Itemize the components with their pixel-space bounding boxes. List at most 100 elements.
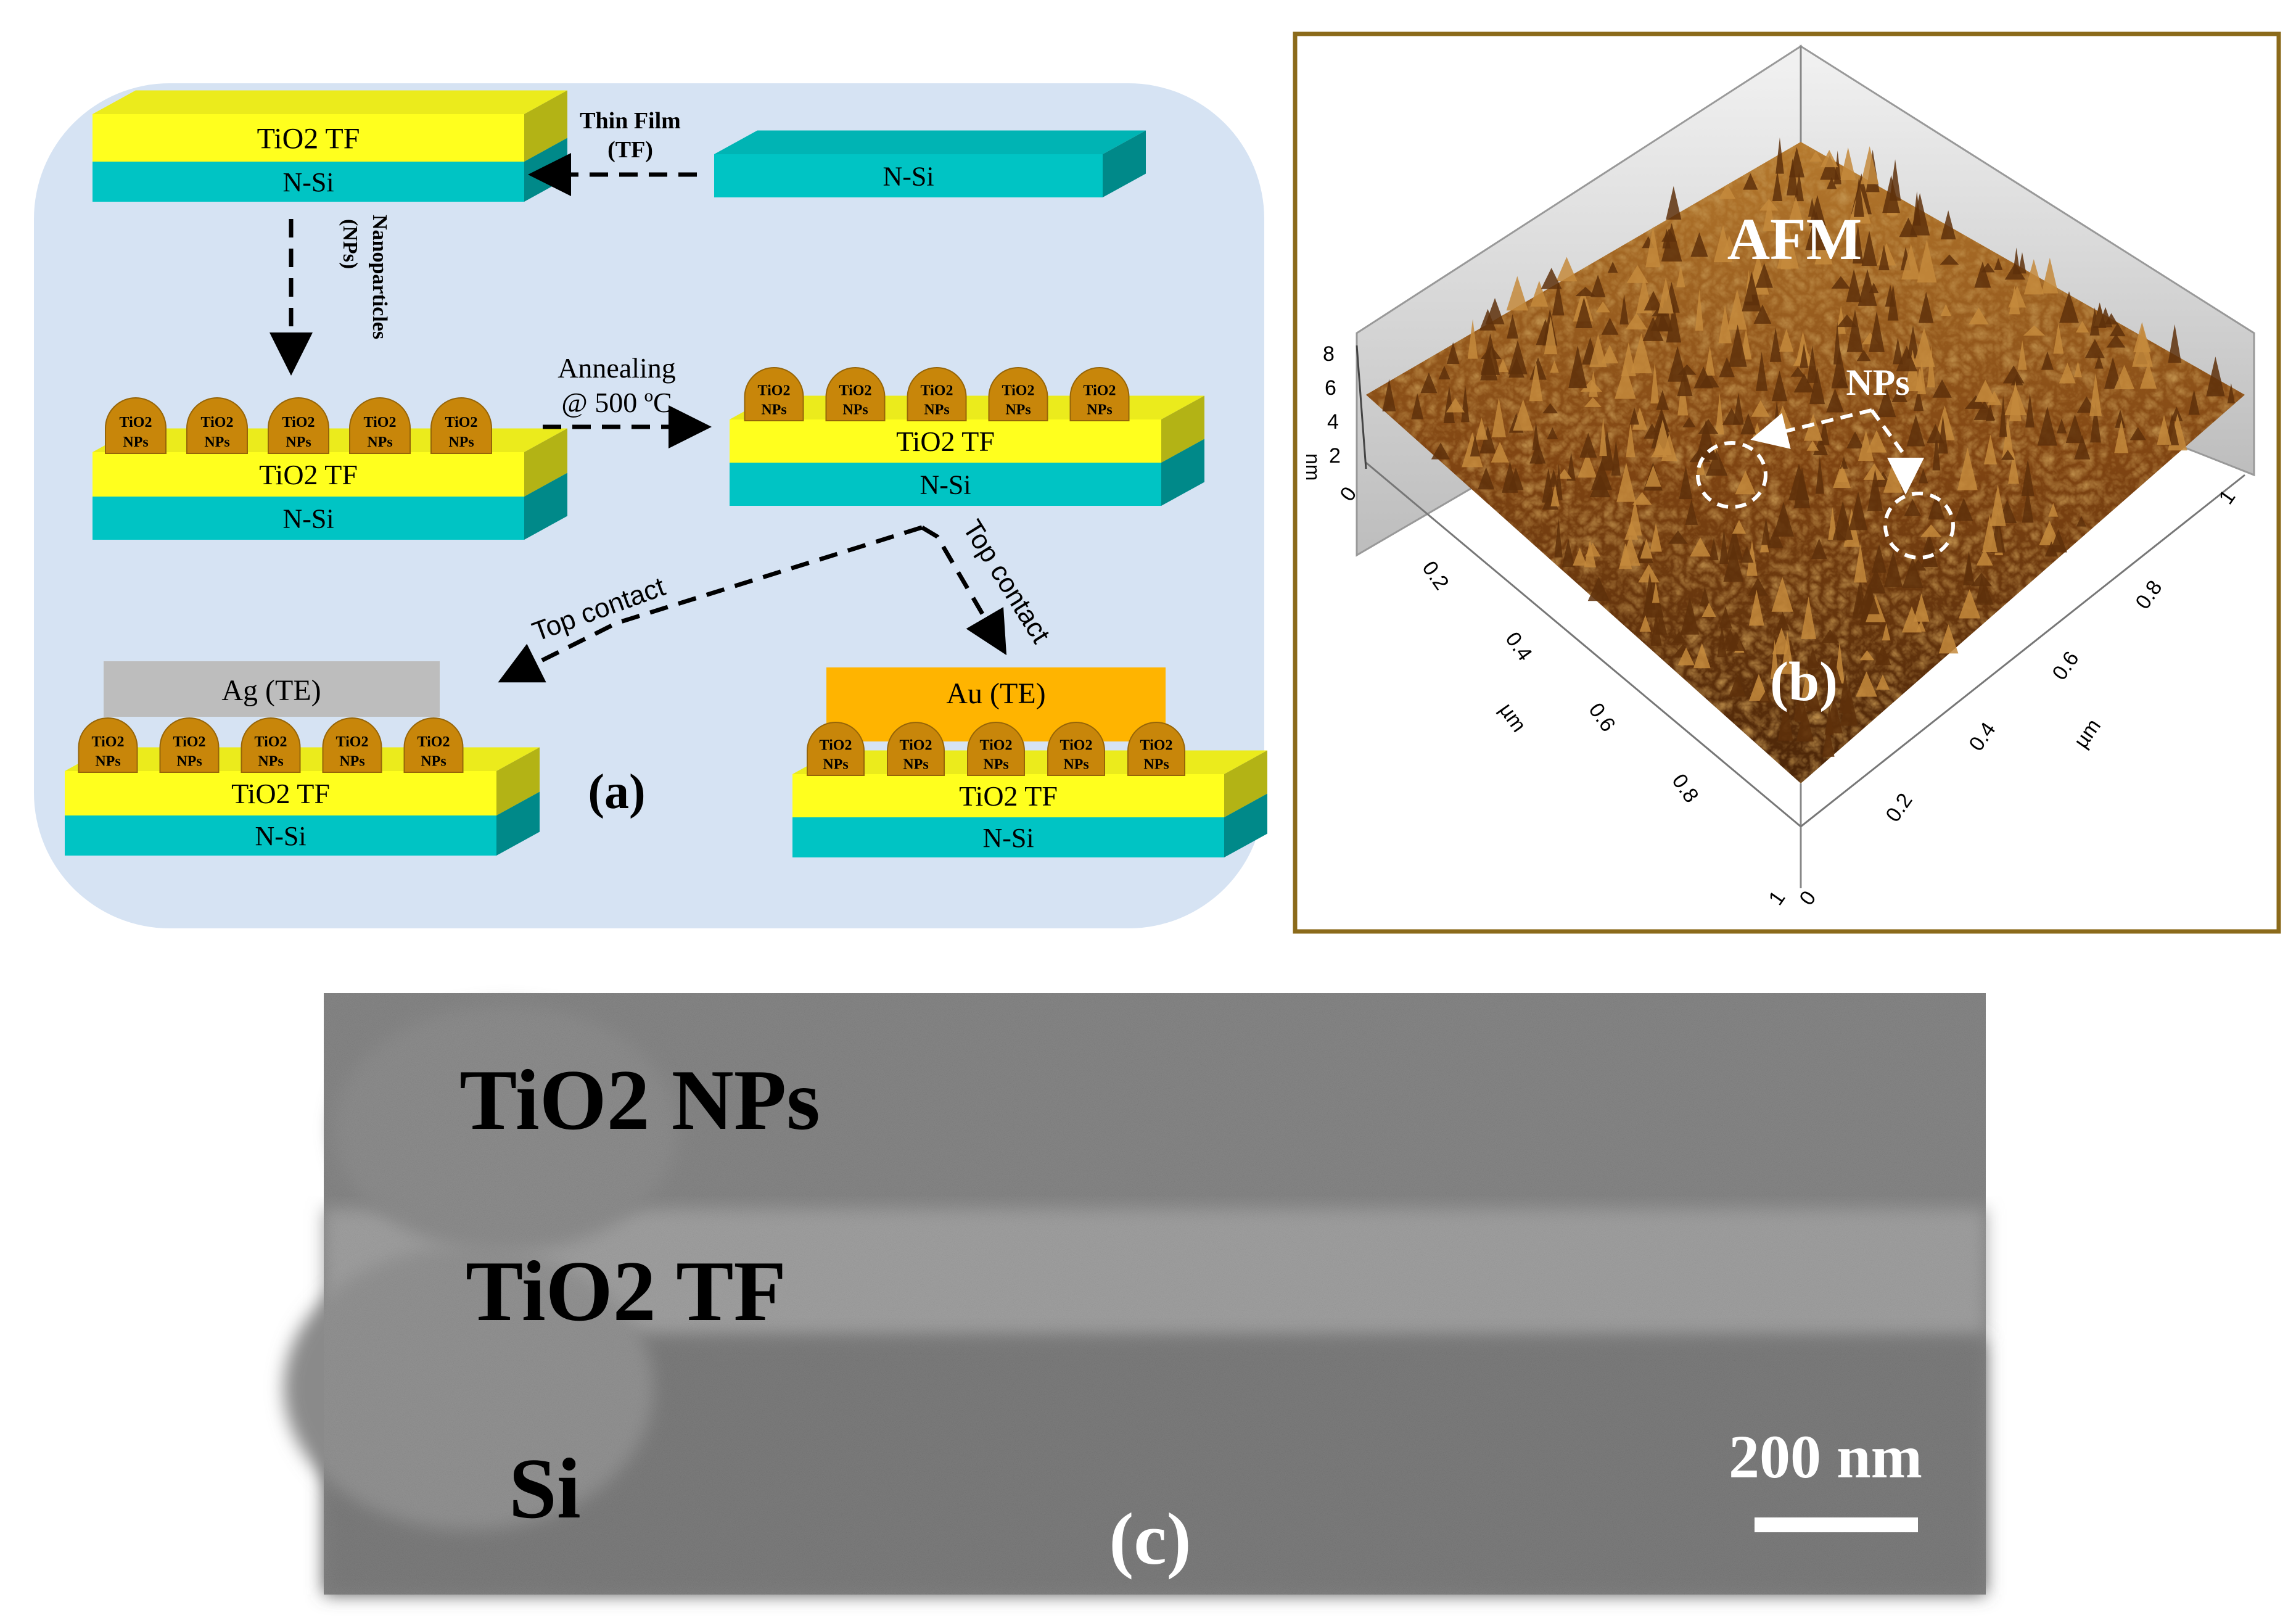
- afm-peak: [1811, 538, 1827, 559]
- afm-peak: [1575, 287, 1596, 297]
- afm-peak: [1411, 393, 1424, 419]
- afm-peak: [1513, 398, 1534, 431]
- afm-peak: [1480, 349, 1498, 381]
- afm-peak: [2025, 393, 2035, 428]
- afm-peak: [1693, 366, 1713, 389]
- svg-text:TiO2: TiO2: [900, 738, 932, 754]
- thin-film-abbrev: (TF): [607, 137, 653, 163]
- afm-peak: [1837, 314, 1858, 328]
- afm-peak: [1756, 351, 1768, 391]
- afm-peak: [1771, 577, 1793, 612]
- nanoparticles-abbrev: (NPs): [339, 219, 361, 269]
- afm-peak: [1803, 413, 1823, 441]
- sem-nps-label: TiO2 NPs: [459, 1052, 820, 1148]
- afm-peak: [1693, 643, 1711, 669]
- afm-peak: [1846, 309, 1864, 352]
- afm-peak: [1977, 582, 1994, 605]
- svg-text:TiO2: TiO2: [820, 738, 852, 754]
- afm-peak: [1809, 195, 1826, 226]
- afm-peak: [1722, 235, 1736, 254]
- afm-peak: [1615, 365, 1636, 399]
- afm-peak: [1775, 137, 1784, 174]
- afm-peak: [2206, 357, 2225, 397]
- afm-peak: [2098, 307, 2113, 328]
- afm-peak: [1616, 462, 1636, 502]
- afm-nps-label: NPs: [1846, 362, 1909, 403]
- afm-peak: [1974, 262, 1991, 288]
- afm-peak: [1861, 146, 1879, 184]
- afm-peak: [1618, 543, 1632, 569]
- afm-peak: [1666, 186, 1682, 220]
- svg-text:NPs: NPs: [903, 757, 928, 773]
- sem-si-label: Si: [509, 1441, 581, 1537]
- afm-peak: [1780, 631, 1794, 674]
- afm-peak: [1650, 361, 1660, 404]
- afm-peak: [1507, 314, 1519, 339]
- afm-peak: [1549, 469, 1559, 487]
- afm-peak: [2188, 389, 2200, 415]
- afm-peak: [1867, 469, 1883, 511]
- afm-peak: [2021, 459, 2035, 497]
- afm-peak: [1554, 518, 1563, 558]
- afm-peak: [1869, 311, 1885, 352]
- afm-peak: [1541, 268, 1562, 289]
- afm-peak: [1934, 405, 1955, 440]
- afm-peak: [1786, 158, 1799, 196]
- afm-peak: [1773, 501, 1795, 537]
- afm-peak: [1461, 384, 1470, 423]
- afm-peak: [2113, 365, 2135, 390]
- afm-peak: [1639, 615, 1652, 632]
- afm-peak: [1585, 542, 1601, 557]
- afm-peak: [1969, 307, 1989, 324]
- svg-text:NPs: NPs: [842, 402, 868, 418]
- afm-peak: [1475, 417, 1488, 440]
- afm-peak: [1508, 357, 1524, 378]
- afm-peak: [1668, 345, 1687, 382]
- afm-peak: [1770, 639, 1779, 679]
- afm-peak: [1552, 281, 1565, 316]
- afm-peak: [1938, 415, 1948, 454]
- svg-text:NPs: NPs: [204, 434, 229, 450]
- afm-peak: [1858, 582, 1880, 614]
- afm-peak: [1910, 192, 1930, 236]
- svg-text:NPs: NPs: [123, 434, 148, 450]
- afm-peak: [1542, 468, 1555, 503]
- afm-peak: [1705, 450, 1728, 476]
- afm-peak: [1651, 442, 1668, 458]
- afm-peak: [1658, 277, 1674, 314]
- z-tick-2: 2: [1329, 444, 1341, 468]
- afm-peak: [1885, 284, 1896, 307]
- afm-peak: [1809, 368, 1825, 405]
- z-tick-4: 4: [1327, 410, 1339, 434]
- afm-peak: [1580, 379, 1603, 392]
- afm-peak: [1709, 537, 1719, 561]
- afm-peak: [1831, 276, 1851, 289]
- afm-peak: [2049, 529, 2067, 553]
- ag-top-electrode: Ag (TE): [104, 661, 440, 717]
- afm-peak: [1913, 387, 1924, 411]
- svg-text:NPs: NPs: [286, 434, 311, 450]
- afm-peak: [1677, 647, 1695, 666]
- afm-peak: [1889, 159, 1901, 201]
- afm-peak: [1601, 318, 1619, 335]
- afm-peak: [1589, 474, 1611, 498]
- afm-peak: [2059, 363, 2076, 384]
- afm-peak: [1547, 427, 1558, 440]
- afm-peak: [1790, 366, 1805, 377]
- afm-peak: [1532, 421, 1540, 450]
- afm-peak: [1994, 258, 2003, 270]
- afm-peak: [2023, 259, 2044, 295]
- au-top-electrode: Au (TE): [826, 667, 1166, 741]
- afm-peak: [1766, 528, 1784, 548]
- afm-peak: [1732, 519, 1747, 534]
- slab-mr-nsi-label: N-Si: [920, 469, 971, 500]
- afm-peak: [1974, 379, 1996, 402]
- svg-text:Ag (TE): Ag (TE): [221, 674, 321, 707]
- afm-peak: [1479, 426, 1496, 454]
- afm-peak: [1479, 308, 1496, 331]
- svg-text:NPs: NPs: [924, 402, 949, 418]
- afm-peak: [1871, 543, 1887, 573]
